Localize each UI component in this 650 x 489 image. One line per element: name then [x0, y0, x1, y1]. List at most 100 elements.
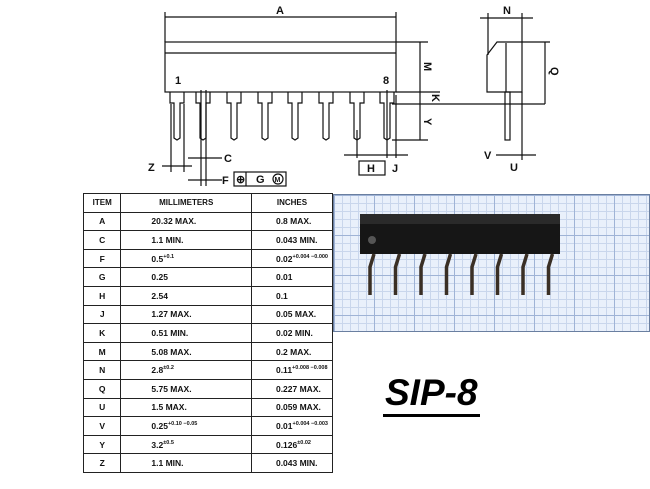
label-m: M — [421, 62, 433, 71]
package-body-side — [486, 41, 523, 93]
label-h: H — [367, 163, 375, 175]
lead-1 — [169, 92, 185, 141]
cell-item: Z — [82, 453, 122, 473]
cell-inches: 0.01 — [250, 267, 334, 287]
mm-value: 5.08 MAX. — [151, 346, 192, 357]
photo-lead — [444, 253, 453, 295]
mm-tolerance: ±0.2 — [163, 365, 174, 372]
ic-photo-graphic — [360, 214, 560, 295]
mm-value: 1.5 MAX. — [151, 402, 187, 413]
table-row: M 5.08 MAX. 0.2 MAX. — [82, 341, 334, 362]
cell-item: H — [82, 285, 122, 306]
header-item: ITEM — [82, 193, 122, 213]
in-value: 0.01 — [275, 272, 293, 283]
cell-inches: 0.043 MIN. — [250, 230, 334, 250]
table-row: G 0.25 0.01 — [82, 267, 334, 287]
in-value: 0.126 — [275, 439, 298, 450]
in-value: 0.8 MAX. — [275, 216, 312, 227]
cell-millimeters: 1.5 MAX. — [120, 397, 252, 418]
table-row: U 1.5 MAX. 0.059 MAX. — [82, 397, 334, 418]
mm-value: 0.25 — [151, 272, 168, 283]
in-tolerance: +0.004 −0.000 — [292, 253, 328, 260]
cell-millimeters: 3.2±0.5 — [120, 434, 252, 455]
cell-inches: 0.01+0.004 −0.003 — [250, 416, 334, 436]
header-millimeters: MILLIMETERS — [120, 193, 252, 213]
cell-inches: 0.059 MAX. — [250, 397, 334, 418]
cell-item: U — [82, 397, 122, 418]
mm-tolerance: +0.1 — [163, 253, 175, 260]
photo-leads — [368, 253, 555, 295]
label-n: N — [503, 5, 511, 17]
label-q: Q — [548, 67, 560, 76]
label-c: C — [224, 153, 232, 165]
cell-inches: 0.11+0.008 −0.008 — [250, 360, 334, 380]
side-lead — [504, 91, 511, 141]
cell-item: Q — [82, 378, 122, 399]
in-value: 0.227 MAX. — [275, 383, 321, 394]
cell-inches: 0.2 MAX. — [250, 341, 334, 362]
in-value: 0.01 — [275, 420, 293, 431]
table-row: Y 3.2±0.5 0.126±0.02 — [82, 434, 334, 455]
cell-inches: 0.1 — [250, 285, 334, 306]
in-value: 0.05 MAX. — [275, 309, 317, 320]
mm-value: 3.2 — [151, 439, 164, 450]
photo-lead — [521, 253, 529, 295]
mm-tolerance: +0.10 −0.05 — [167, 421, 198, 428]
lead-5 — [287, 92, 303, 141]
mm-value: 1.1 MIN. — [151, 458, 184, 469]
mm-value: 1.27 MAX. — [151, 309, 192, 320]
cell-item: C — [82, 230, 122, 250]
cell-millimeters: 1.27 MAX. — [120, 304, 252, 325]
ic-body-top — [360, 214, 560, 224]
cell-millimeters: 2.8±0.2 — [120, 360, 252, 380]
in-tolerance: ±0.02 — [297, 439, 311, 446]
label-u: U — [510, 162, 518, 174]
in-tolerance: +0.008 −0.008 — [292, 365, 328, 372]
package-title: SIP-8 — [383, 372, 480, 417]
table-row: V 0.25+0.10 −0.05 0.01+0.004 −0.003 — [82, 416, 334, 436]
mmc-icon — [272, 173, 284, 185]
table-row: Q 5.75 MAX. 0.227 MAX. — [82, 378, 334, 399]
table-row: N 2.8±0.2 0.11+0.008 −0.008 — [82, 360, 334, 380]
cell-inches: 0.02 MIN. — [250, 323, 334, 343]
table-row: F 0.5+0.1 0.02+0.004 −0.000 — [82, 248, 334, 269]
label-g: G — [256, 174, 265, 186]
in-value: 0.1 — [275, 290, 288, 301]
header-inches: INCHES — [250, 193, 334, 213]
label-z: Z — [148, 162, 155, 174]
photo-lead — [368, 253, 376, 295]
cell-inches: 0.05 MAX. — [250, 304, 334, 325]
cell-inches: 0.227 MAX. — [250, 378, 334, 399]
photo-lead — [419, 253, 427, 295]
lead-4 — [257, 92, 273, 141]
mm-value: 0.25 — [151, 420, 168, 431]
pin1-dot — [368, 236, 376, 244]
mm-value: 5.75 MAX. — [151, 383, 192, 394]
cell-inches: 0.8 MAX. — [250, 211, 334, 232]
mmc-symbol: M — [275, 177, 281, 184]
dimensions-table: ITEM MILLIMETERS INCHES A 20.32 MAX. 0.8… — [82, 193, 334, 473]
cell-inches: 0.043 MIN. — [250, 453, 334, 473]
cell-item: M — [82, 341, 122, 362]
label-j: J — [392, 163, 398, 175]
label-f: F — [222, 175, 229, 187]
in-value: 0.11 — [275, 365, 293, 376]
in-value: 0.02 — [275, 253, 293, 264]
h-frame — [358, 160, 386, 176]
cell-item: Y — [82, 434, 122, 455]
mm-value: 0.51 MIN. — [151, 327, 189, 338]
in-value: 0.043 MIN. — [275, 458, 318, 469]
lead-6 — [318, 92, 334, 141]
table-row: J 1.27 MAX. 0.05 MAX. — [82, 304, 334, 325]
position-tolerance-frame — [233, 171, 287, 187]
cell-item: A — [82, 211, 122, 232]
photo-lead — [470, 253, 478, 295]
package-outline-drawing: A 1 8 M K Y C Z F ⊕ G M H J — [148, 5, 560, 187]
cell-millimeters: 2.54 — [120, 285, 252, 306]
cell-millimeters: 1.1 MIN. — [120, 230, 252, 250]
in-value: 0.059 MAX. — [275, 402, 321, 413]
cell-millimeters: 20.32 MAX. — [120, 211, 252, 232]
label-k: K — [429, 94, 441, 102]
mm-value: 20.32 MAX. — [151, 216, 197, 227]
table-row: K 0.51 MIN. 0.02 MIN. — [82, 323, 334, 343]
